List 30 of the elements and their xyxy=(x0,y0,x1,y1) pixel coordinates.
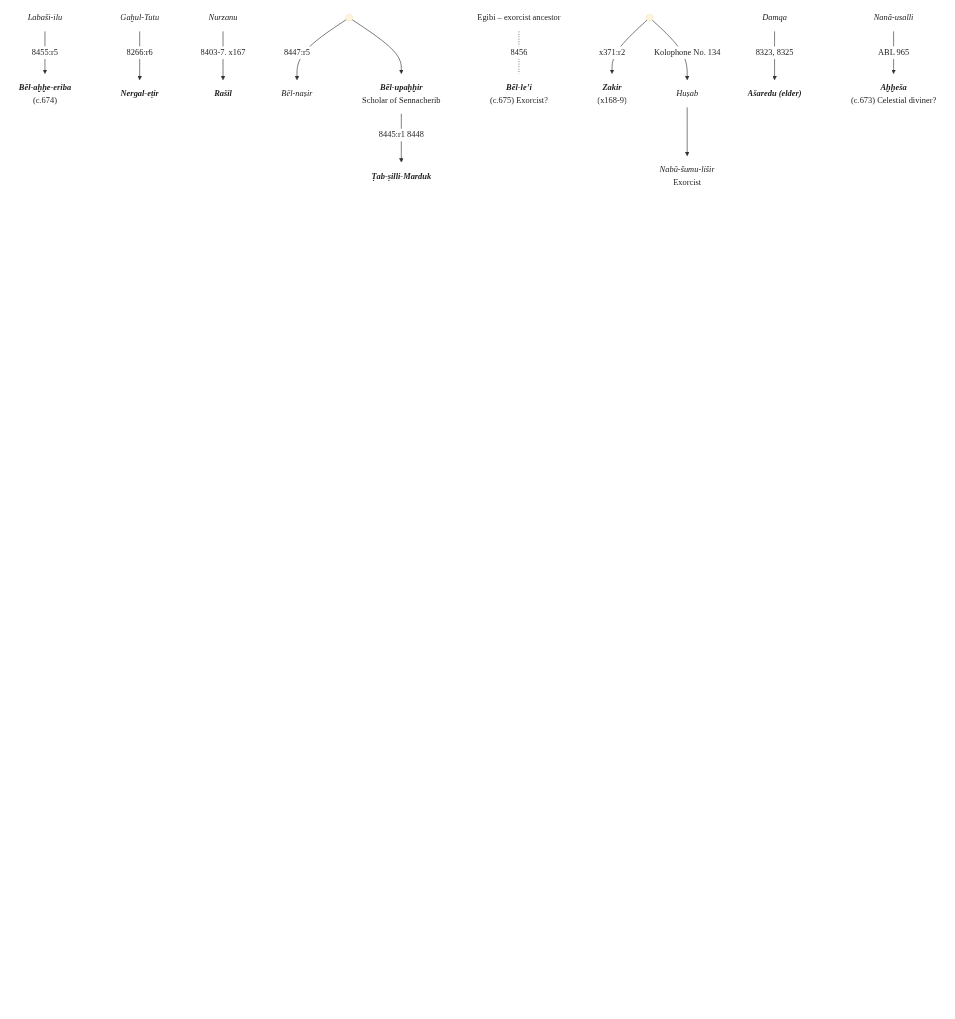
node-text: Nanâ-usalli xyxy=(873,12,914,23)
edge-label: 8447:r5 xyxy=(283,47,311,58)
node-text: Aḫḫeša (c.673) Celestial diviner? xyxy=(851,82,937,105)
edge-label: 8266:r6 xyxy=(126,47,153,58)
edge-label: Kolophone No. 134 xyxy=(653,47,721,58)
node-text: Huṣab xyxy=(676,88,699,99)
node-point xyxy=(345,13,353,22)
node-text: Zakir (x168-9) xyxy=(597,82,627,105)
edge-label: 8455:r5 xyxy=(31,47,59,58)
edge-label: 8445:r1 8448 xyxy=(378,130,424,140)
edge-label: 8403-7. x167 xyxy=(200,47,246,58)
node-text: Labaši-ilu xyxy=(27,12,63,23)
node-text: Rašil xyxy=(214,88,232,99)
edge-label: 8456 xyxy=(510,47,528,58)
edge-label: ABL 965 xyxy=(878,47,910,58)
node-text: Bēl-le’i (c.675) Exorcist? xyxy=(489,82,548,105)
node-text: Nergal-eṭir xyxy=(120,88,159,99)
edge-label: x371:r2 xyxy=(598,47,626,58)
edge-label: 8323, 8325 xyxy=(755,47,794,58)
node-text: Ašaredu (elder) xyxy=(747,88,802,99)
node-text: Damqa xyxy=(762,12,787,23)
node-text: Bēl-aḫḫe-eriba (c.674) xyxy=(18,82,72,105)
node-text: Bēl-upaḫḫir Scholar of Sennacherib xyxy=(362,82,441,105)
node-text: Ṭab-ṣilli-Marduk xyxy=(371,171,432,181)
node-point xyxy=(645,13,654,22)
node-text: Nurzanu xyxy=(208,12,238,23)
node-text: Bēl-naṣir xyxy=(281,88,313,99)
node-text: Nabû-šumu-lišir Exorcist xyxy=(659,164,715,187)
node-text: Gaḫul-Tutu xyxy=(120,12,160,23)
node-text: Egibi – exorcist ancestor xyxy=(477,12,561,23)
